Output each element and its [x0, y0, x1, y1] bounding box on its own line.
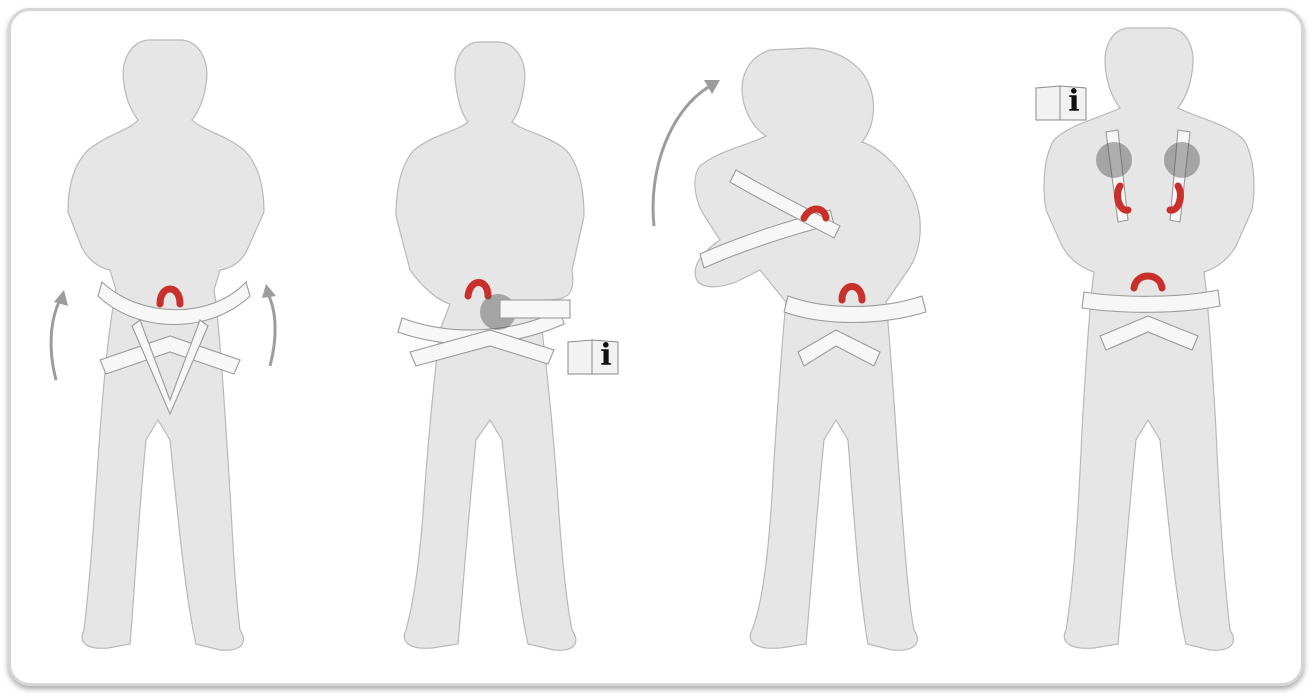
- curved-arrow-icon: [51, 300, 60, 380]
- step-3-figure: [640, 0, 970, 698]
- step-1-figure: [20, 0, 310, 698]
- info-letter: i: [594, 338, 618, 374]
- highlight-spot-icon: [1096, 142, 1132, 178]
- info-book-icon: i: [1034, 84, 1088, 122]
- step-2-panel: i: [340, 0, 640, 698]
- info-letter: i: [1062, 84, 1086, 120]
- highlight-spot-icon: [1164, 142, 1200, 178]
- info-book-icon: i: [566, 338, 620, 376]
- step-3-panel: [640, 0, 970, 698]
- step-4-panel: i: [1010, 0, 1280, 698]
- curved-arrow-icon: [268, 294, 275, 366]
- step-1-panel: [20, 0, 310, 698]
